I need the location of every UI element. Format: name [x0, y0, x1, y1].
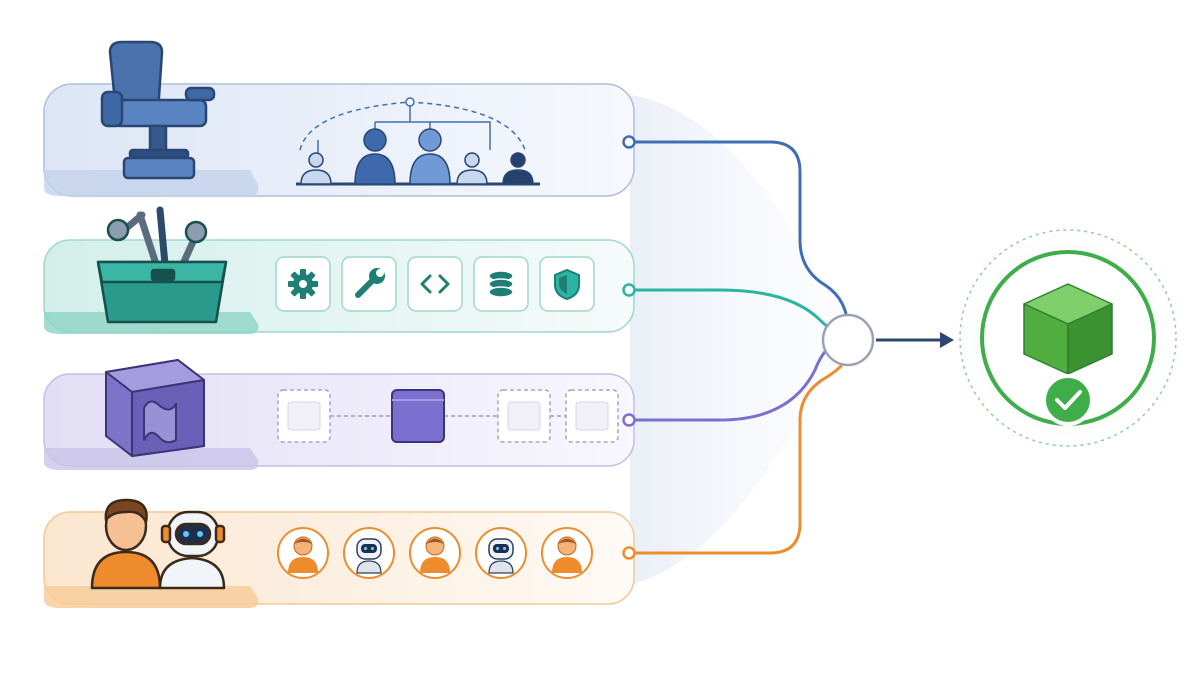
endpoint-governance	[622, 135, 636, 149]
human-avatar-icon	[541, 527, 593, 579]
green-cube-icon	[1023, 283, 1113, 375]
team-avatar-row	[277, 527, 593, 579]
connector-governance	[627, 140, 850, 332]
lane-collaboration	[43, 498, 635, 608]
hierarchy-root-node	[405, 97, 415, 107]
module-chain	[277, 389, 619, 443]
person-icon	[456, 152, 488, 185]
seat-icon	[100, 40, 216, 180]
output-outer-ring	[959, 229, 1177, 447]
funnel-background	[630, 95, 850, 585]
placeholder-block-icon	[277, 389, 331, 443]
endpoint-modules	[622, 413, 636, 427]
output-arrow-icon	[876, 332, 954, 348]
lane-governance-base	[44, 170, 259, 196]
gear-icon	[275, 256, 331, 312]
human-avatar-icon	[409, 527, 461, 579]
endpoint-collaboration	[622, 546, 636, 560]
human-avatar-icon	[277, 527, 329, 579]
robot-avatar-icon	[475, 527, 527, 579]
puzzle-cube-icon	[105, 359, 205, 457]
output-result	[956, 226, 1180, 450]
lane-modules-base	[44, 448, 259, 470]
endpoint-tools	[622, 283, 636, 297]
lane-collaboration-base	[44, 586, 259, 608]
module-block-icon	[391, 389, 445, 443]
check-icon	[1042, 374, 1094, 426]
person-icon	[502, 152, 534, 185]
person-icon	[409, 128, 451, 185]
lane-modules	[43, 359, 635, 470]
person-icon	[300, 152, 332, 185]
person-icon	[354, 128, 396, 185]
shield-icon	[539, 256, 595, 312]
placeholder-block-icon	[565, 389, 619, 443]
merge-hub-icon	[821, 313, 875, 367]
connector-collaboration	[627, 354, 848, 555]
database-icon	[473, 256, 529, 312]
robot-avatar-icon	[343, 527, 395, 579]
lane-tools	[43, 206, 635, 334]
human-robot-pair-icon	[90, 498, 226, 590]
placeholder-block-icon	[497, 389, 551, 443]
code-brackets-icon	[407, 256, 463, 312]
toolbox-icon	[96, 206, 228, 324]
wrench-icon	[341, 256, 397, 312]
tool-icon-row	[275, 256, 595, 312]
lane-governance	[43, 40, 635, 197]
hierarchy-chart	[296, 97, 540, 186]
